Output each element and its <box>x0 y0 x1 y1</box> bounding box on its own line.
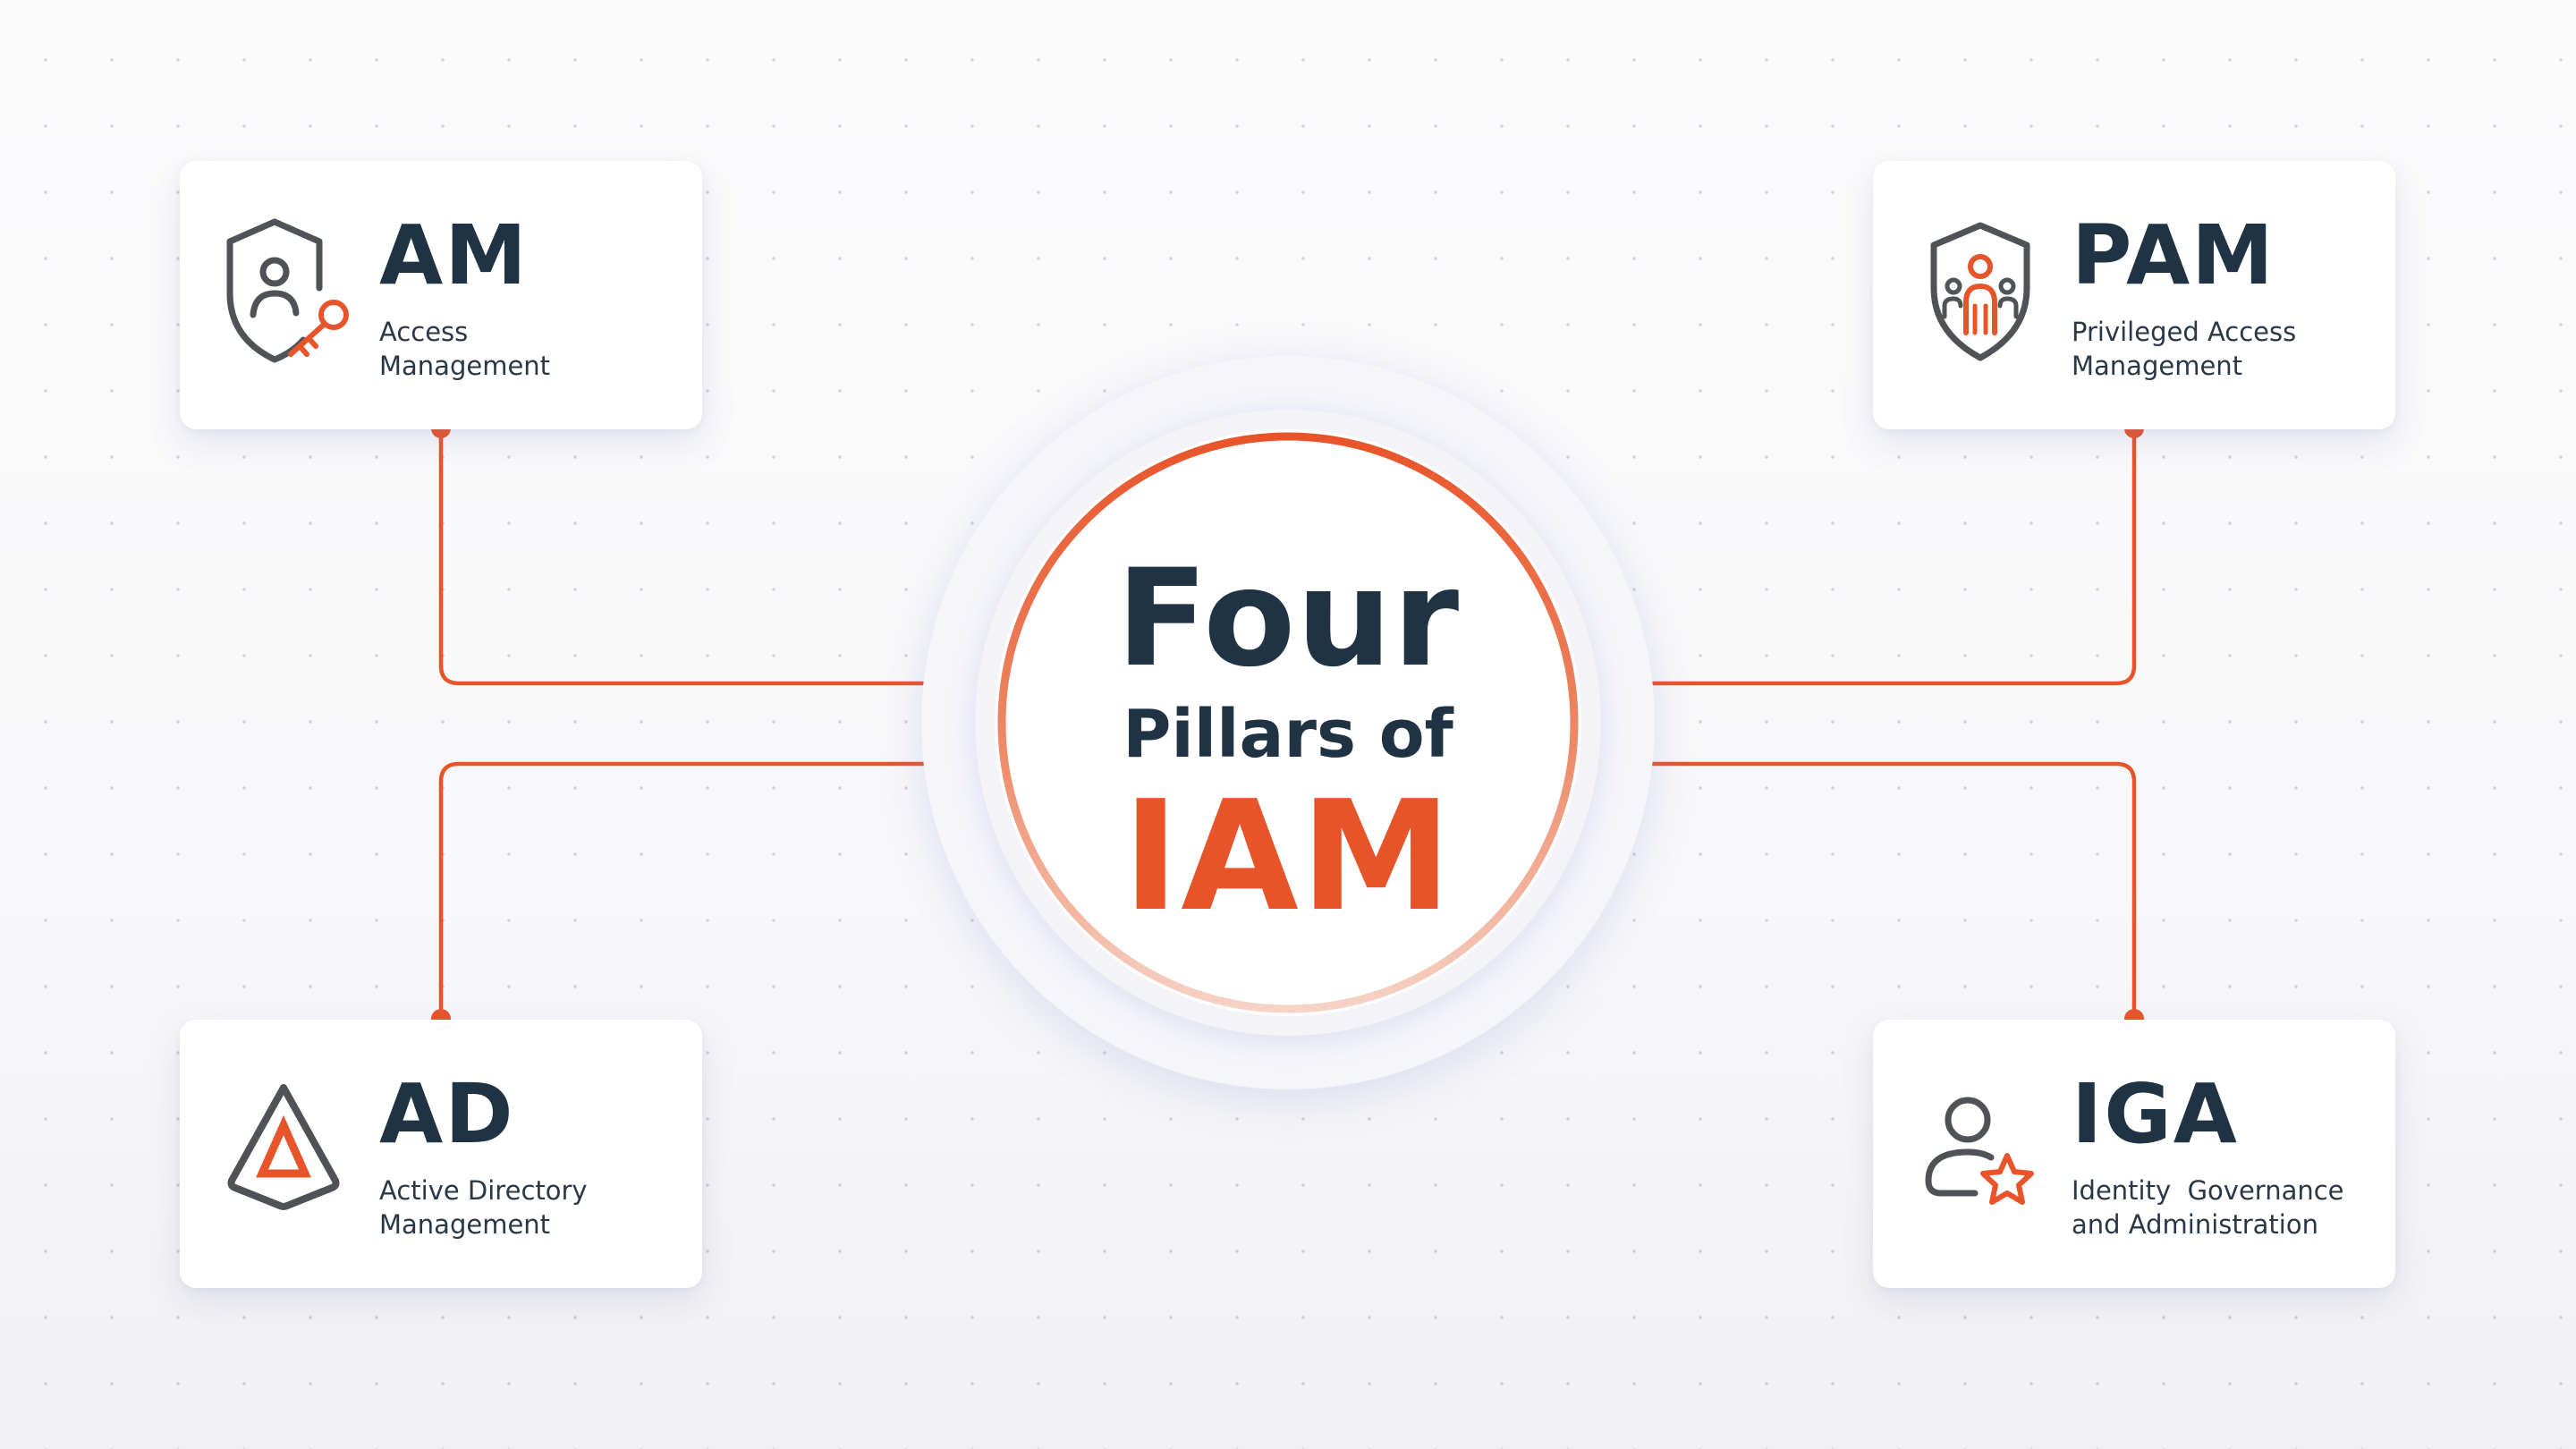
center-title-four: Four <box>1115 541 1461 697</box>
connector-am <box>438 429 1002 686</box>
pillar-card-am: AM Access Management <box>180 161 702 429</box>
center-gradient-ring <box>997 432 1579 1013</box>
pillar-title-iga: IGA <box>2072 1066 2239 1162</box>
pillar-subtitle-iga: Identity Governance and Administration <box>2072 1175 2352 1240</box>
pillar-title-ad: AD <box>379 1066 515 1162</box>
pillar-title-pam: PAM <box>2072 208 2275 303</box>
connector-pam <box>1574 429 2137 686</box>
center-title-pillars-of: Pillars of <box>1123 696 1453 773</box>
pillar-subtitle-am: Access Management <box>379 317 551 381</box>
pillar-subtitle-pam: Privileged Access Management <box>2072 317 2297 381</box>
pillar-subtitle-ad: Active Directory Management <box>379 1175 588 1240</box>
center-circle <box>995 429 1581 1016</box>
triangle-icon <box>225 1075 359 1227</box>
connector-iga <box>1574 761 2137 1018</box>
pillar-card-pam: PAM Privileged Access Management <box>1873 161 2395 429</box>
pillar-title-am: AM <box>379 208 529 303</box>
user-star-icon <box>1918 1082 2052 1234</box>
connector-ad <box>438 761 1002 1018</box>
pillar-card-ad: AD Active Directory Management <box>180 1020 702 1288</box>
shield-user-key-icon <box>221 216 355 369</box>
shield-people-icon <box>1925 216 2059 369</box>
pillar-card-iga: IGA Identity Governance and Administrati… <box>1873 1020 2395 1288</box>
center-title-iam: IAM <box>1123 768 1453 945</box>
